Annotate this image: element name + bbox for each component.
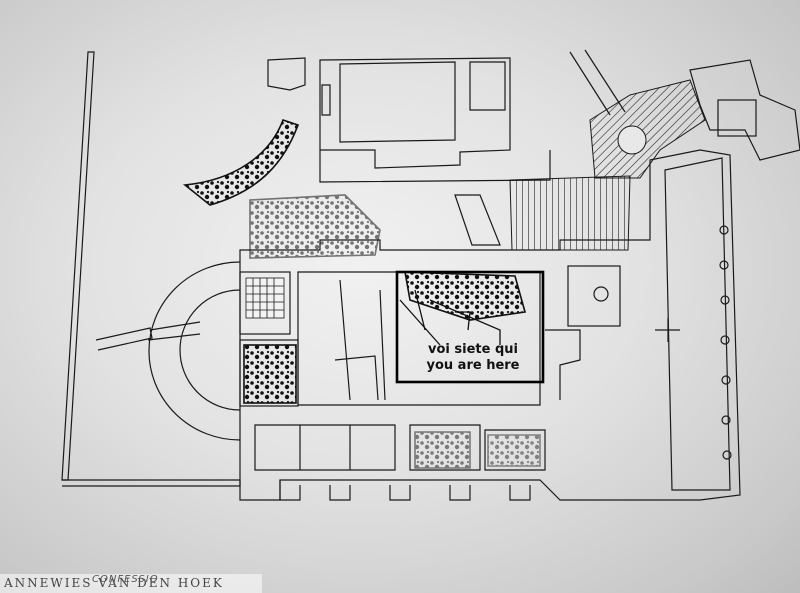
marker-text-english: you are here [426, 358, 520, 373]
round-feature-east [593, 286, 609, 302]
hatched-nave [509, 175, 631, 251]
hall-divider-3 [379, 289, 386, 401]
nw-pillar [321, 84, 331, 116]
mosaic-lower-west [243, 344, 297, 404]
hatched-fan [589, 79, 706, 179]
inner-right-wall [664, 157, 731, 491]
ne-connector [569, 49, 626, 116]
apse-inner [179, 289, 241, 411]
north-side-room [469, 61, 506, 111]
south-rooms-right [409, 424, 546, 471]
south-rooms [254, 424, 396, 471]
courtyard-west [239, 271, 291, 335]
marker-inner-walls [399, 289, 501, 346]
ne-tower [689, 59, 800, 161]
north-inner-room [339, 61, 456, 143]
hall-divider-1 [339, 279, 351, 401]
ne-tower-room [717, 99, 757, 137]
you-are-here-label: voi siete qui you are here [403, 342, 543, 374]
apse-link [147, 321, 201, 341]
crypt-wall [279, 480, 531, 501]
marker-text-italian: voi siete qui [428, 342, 518, 357]
mosaic-north-central [404, 271, 527, 321]
you-are-here-marker [395, 270, 545, 384]
east-cross-marker [655, 318, 680, 342]
east-wall-columns [719, 225, 732, 460]
round-stair [617, 125, 647, 155]
rubble-south-right [487, 434, 541, 467]
hall-divider-2 [334, 355, 379, 401]
rubble-nw [249, 194, 381, 259]
outer-boundary-wall [61, 51, 95, 481]
photographer-watermark: ANNEWIES VAN DEN HOEK [0, 574, 262, 593]
wall-east-lower [545, 329, 581, 400]
west-arm [95, 327, 153, 351]
nw-structure [267, 57, 306, 91]
floor-caption: CONFESSIO [92, 574, 159, 585]
apse-outer [148, 261, 241, 441]
watermark-text: ANNEWIES VAN DEN HOEK [4, 576, 224, 590]
rubble-south [414, 431, 471, 469]
room-east [567, 265, 621, 327]
north-block [319, 57, 511, 169]
lower-boundary-wall [62, 479, 241, 487]
north-corridor [319, 150, 551, 183]
grid-courtyard [245, 277, 285, 319]
crescent-mosaic [182, 118, 300, 206]
stairs-central [454, 194, 501, 246]
